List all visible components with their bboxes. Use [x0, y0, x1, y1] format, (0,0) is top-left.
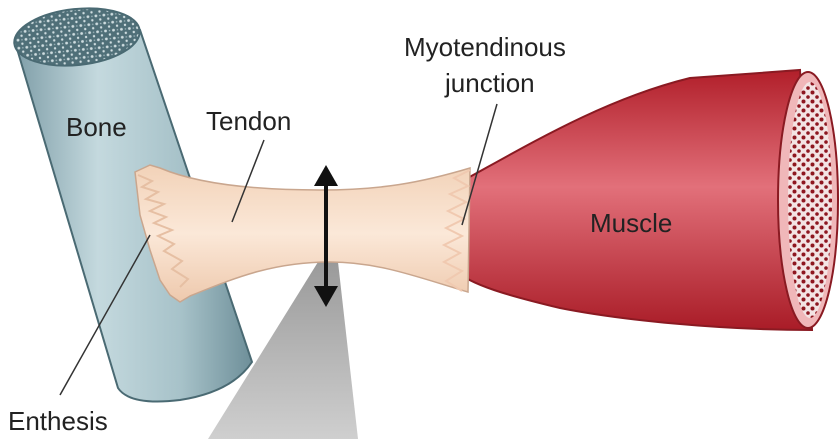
label-muscle: Muscle — [590, 208, 672, 238]
label-junction: junction — [444, 68, 535, 98]
label-bone: Bone — [66, 112, 127, 142]
tendon-shape — [135, 165, 470, 302]
label-enthesis: Enthesis — [8, 406, 108, 436]
label-myotendinous: Myotendinous — [404, 32, 566, 62]
muscle-shape — [455, 70, 838, 330]
label-tendon: Tendon — [206, 106, 291, 136]
